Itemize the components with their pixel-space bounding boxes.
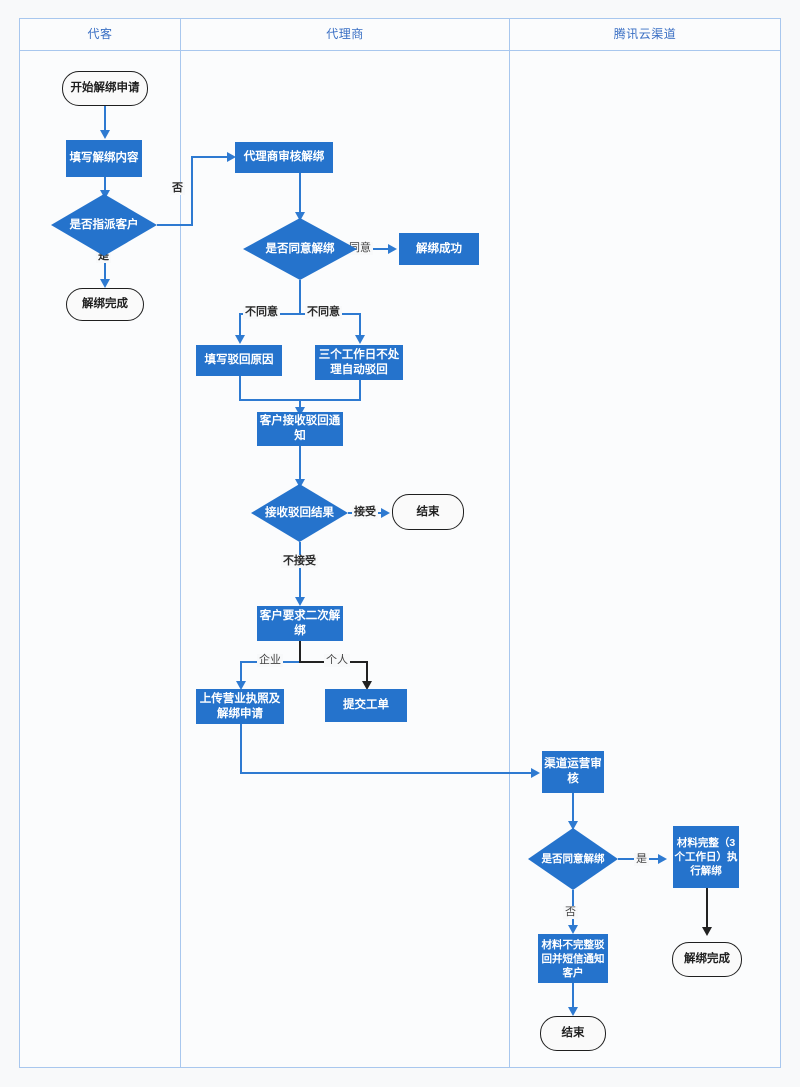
node-unbind-done-right[interactable]: 解绑完成 — [672, 942, 742, 977]
edge-label-channel-yes: 是 — [634, 853, 649, 866]
edge-label-channel-no: 否 — [563, 906, 578, 919]
edge-review-to-decision — [572, 793, 574, 825]
edge-label-accept: 接受 — [352, 506, 378, 519]
lane-title-tencent-channel: 腾讯云渠道 — [613, 27, 677, 41]
edge-label-not-accept: 不接受 — [281, 555, 318, 568]
node-channel-ops-review[interactable]: 渠道运营审核 — [542, 751, 604, 793]
arrowhead-complete-to-done — [702, 927, 712, 936]
edge-label-disagree-left: 不同意 — [243, 306, 280, 319]
arrowhead-disagree-right — [355, 335, 365, 344]
edge-assign-no-v — [191, 156, 193, 225]
edge-disagree-right-v — [359, 313, 361, 338]
arrowhead-to-channel — [531, 768, 540, 778]
arrowhead-start-to-fill — [100, 130, 110, 139]
edge-assign-no-h2 — [191, 156, 230, 158]
arrowhead-fill-to-assign — [100, 190, 110, 199]
node-agent-review[interactable]: 代理商审核解绑 — [235, 142, 333, 173]
diamond-shape-icon — [251, 484, 348, 542]
edge-assign-no-h1 — [157, 224, 193, 226]
diamond-shape-icon — [51, 194, 157, 256]
arrowhead-channel-no — [568, 925, 578, 934]
node-auto-reject-3days[interactable]: 三个工作日不处理自动驳回 — [315, 345, 403, 380]
node-fill-reject-reason[interactable]: 填写驳回原因 — [196, 345, 282, 376]
edge-individual-v — [366, 661, 368, 684]
arrowhead-not-accept — [295, 597, 305, 606]
arrowhead-review-to-decision — [568, 821, 578, 830]
edge-disagree-left-v — [239, 313, 241, 338]
node-material-incomplete[interactable]: 材料不完整驳回并短信通知客户 — [538, 934, 608, 983]
lane-divider-2 — [509, 18, 510, 1068]
edge-to-channel-h — [240, 772, 536, 774]
node-assign-customer[interactable]: 是否指派客户 — [51, 194, 157, 256]
edge-fill-to-assign — [104, 177, 106, 194]
arrowhead-enterprise — [236, 681, 246, 690]
edge-label-enterprise: 企业 — [257, 654, 283, 667]
arrowhead-assign-no — [227, 152, 236, 162]
edge-review-to-agree — [299, 173, 301, 215]
lane-title-customer: 代客 — [87, 27, 113, 41]
edge-to-channel-v — [240, 724, 242, 774]
node-fill-content[interactable]: 填写解绑内容 — [66, 140, 142, 177]
arrowhead-incomplete-to-end — [568, 1007, 578, 1016]
node-customer-receive-reject[interactable]: 客户接收驳回通知 — [257, 412, 343, 446]
node-channel-agree-unbind[interactable]: 是否同意解绑 — [528, 828, 618, 890]
edge-split-stem — [299, 641, 301, 662]
edge-merge-stem — [299, 399, 301, 410]
edge-label-disagree-right: 不同意 — [305, 306, 342, 319]
node-start-apply[interactable]: 开始解绑申请 — [62, 71, 148, 106]
arrowhead-accept — [381, 508, 390, 518]
arrowhead-merge-to-notify — [295, 407, 305, 416]
edge-label-no-assign: 否 — [170, 182, 185, 195]
edge-complete-to-done — [706, 888, 708, 930]
diamond-shape-icon — [243, 218, 357, 280]
edge-label-agree: 同意 — [347, 242, 373, 255]
arrowhead-agree-yes — [388, 244, 397, 254]
diamond-shape-icon — [528, 828, 618, 890]
node-second-unbind-request[interactable]: 客户要求二次解绑 — [257, 606, 343, 641]
arrowhead-assign-yes — [100, 279, 110, 288]
node-end-right[interactable]: 结束 — [540, 1016, 606, 1051]
edge-agree-yes — [357, 248, 393, 250]
edge-merge-left-v — [239, 376, 241, 400]
arrowhead-channel-yes — [658, 854, 667, 864]
node-unbind-done-left[interactable]: 解绑完成 — [66, 288, 144, 321]
edge-enterprise-v — [240, 661, 242, 684]
swimlane-frame — [19, 18, 781, 1068]
arrowhead-disagree-left — [235, 335, 245, 344]
arrowhead-review-to-agree — [295, 212, 305, 221]
edge-notify-to-result — [299, 446, 301, 483]
node-unbind-success[interactable]: 解绑成功 — [399, 233, 479, 265]
arrowhead-individual — [362, 681, 372, 690]
node-upload-license[interactable]: 上传营业执照及解绑申请 — [196, 689, 284, 724]
edge-label-individual: 个人 — [324, 654, 350, 667]
edge-start-to-fill — [104, 106, 106, 132]
node-end-mid[interactable]: 结束 — [392, 494, 464, 530]
node-submit-ticket[interactable]: 提交工单 — [325, 689, 407, 722]
swimlane-header-row — [19, 18, 781, 51]
lane-title-agent: 代理商 — [326, 27, 364, 41]
edge-incomplete-to-end — [572, 983, 574, 1010]
edge-assign-yes — [104, 256, 106, 282]
arrowhead-notify-to-result — [295, 479, 305, 488]
node-material-complete[interactable]: 材料完整（3个工作日）执行解绑 — [673, 826, 739, 888]
node-agree-unbind[interactable]: 是否同意解绑 — [243, 218, 357, 280]
edge-agree-no-bar — [239, 313, 361, 315]
edge-merge-right-v — [359, 380, 361, 400]
lane-divider-1 — [180, 18, 181, 1068]
edge-agree-no-stem — [299, 280, 301, 314]
edge-not-accept — [299, 542, 301, 601]
node-reject-result[interactable]: 接收驳回结果 — [251, 484, 348, 542]
